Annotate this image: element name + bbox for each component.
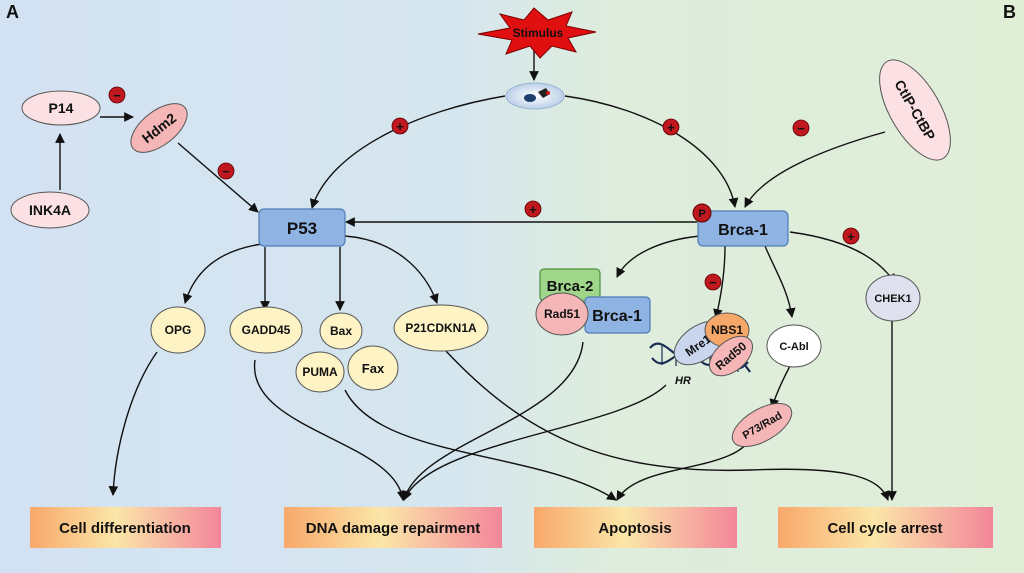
svg-text:−: − xyxy=(113,88,121,103)
bax-node: Bax xyxy=(319,312,363,350)
brca1-node: Brca-1 P xyxy=(692,203,789,247)
arrow-gadd45-to-repair xyxy=(254,359,407,501)
svg-text:−: − xyxy=(222,164,230,179)
arrow-p53-to-p21 xyxy=(344,235,439,304)
p21-label: P21CDKN1A xyxy=(405,321,477,335)
plus-sign-brca1-to-p53: + xyxy=(524,200,542,218)
p21-node: P21CDKN1A xyxy=(393,304,489,352)
arrow-hr-to-repair xyxy=(403,384,667,501)
puma-label: PUMA xyxy=(302,365,338,379)
minus-sign-p14-to-hdm2: − xyxy=(108,86,126,104)
plus-sign-brca1-to-chek1: + xyxy=(842,227,860,245)
arrow-hdm2-to-p53 xyxy=(177,142,259,213)
outcome-apoptosis: Apoptosis xyxy=(534,507,737,548)
arrow-ctip-to-brca1 xyxy=(744,131,886,208)
gadd45-node: GADD45 xyxy=(229,306,303,354)
ink4a-label: INK4A xyxy=(29,202,71,218)
brca1-label: Brca-1 xyxy=(718,222,768,239)
c-abl-node: C-Abl xyxy=(766,324,822,368)
plus-sign-cell-to-brca1: + xyxy=(662,118,680,136)
phospho-badge xyxy=(692,203,712,223)
outcome-apoptosis-label: Apoptosis xyxy=(598,520,671,537)
p73-node: P73/Rad xyxy=(731,402,793,448)
stimulus-node: Stimulus xyxy=(477,7,597,59)
svg-text:−: − xyxy=(797,121,805,136)
phospho-label: P xyxy=(698,208,705,220)
panel-letter-b: B xyxy=(1003,2,1016,22)
opg-label: OPG xyxy=(165,323,192,337)
arrow-puma-to-apoptosis xyxy=(344,389,617,501)
arrows xyxy=(55,50,897,501)
minus-sign-brca1-to-mre11: − xyxy=(704,273,722,291)
brca2-complex: Brca-2 Brca-1 Rad51 xyxy=(535,268,651,336)
cell-icon xyxy=(505,82,565,110)
outcome-dna-repair: DNA damage repairment xyxy=(284,507,502,548)
p14-label: P14 xyxy=(49,100,74,116)
svg-text:+: + xyxy=(396,119,404,134)
arrow-cell-to-p53 xyxy=(309,95,506,209)
brca2-label: Brca-2 xyxy=(547,278,594,295)
outcome-cell-cycle-arrest-label: Cell cycle arrest xyxy=(827,520,942,537)
fax-label: Fax xyxy=(362,361,385,376)
chek1-label: CHEK1 xyxy=(874,293,911,305)
chek1-node: CHEK1 xyxy=(865,274,921,322)
arrow-p53-to-opg xyxy=(182,243,263,304)
outcome-dna-repair-label: DNA damage repairment xyxy=(306,520,481,537)
stimulus-burst xyxy=(477,7,597,59)
rad51-blob xyxy=(535,292,589,336)
svg-text:+: + xyxy=(667,120,675,135)
arrow-brca1-to-mre11 xyxy=(713,245,726,319)
ctip-ctbp-node: CtIP-CtBP xyxy=(879,59,951,161)
rad51-label: Rad51 xyxy=(544,307,580,321)
minus-sign-ctip-to-brca1: − xyxy=(792,119,810,137)
stimulus-label: Stimulus xyxy=(513,26,564,40)
outcome-cell-cycle-arrest: Cell cycle arrest xyxy=(778,507,993,548)
nbs1-label: NBS1 xyxy=(711,323,743,337)
opg-node: OPG xyxy=(150,306,206,354)
arrow-brca1complex-to-repair xyxy=(401,341,584,501)
gadd45-label: GADD45 xyxy=(242,323,291,337)
p53-label: P53 xyxy=(287,219,317,238)
p14-node: P14 xyxy=(21,90,101,126)
panel-letter-a: A xyxy=(6,2,19,22)
arrow-cell-to-brca1 xyxy=(564,95,739,208)
arrow-p21-to-cellcycle xyxy=(444,349,890,501)
svg-text:−: − xyxy=(709,275,717,290)
svg-text:+: + xyxy=(529,202,537,217)
ink4a-node: INK4A xyxy=(10,191,90,229)
arrow-brca1-to-cabl xyxy=(764,245,796,318)
arrow-opg-to-differentiation xyxy=(108,351,158,496)
brca1-complex-label: Brca-1 xyxy=(592,308,642,325)
signs: + + + + − − − − xyxy=(108,86,860,291)
bax-label: Bax xyxy=(330,324,352,338)
arrow-brca1-to-brca2 xyxy=(616,235,701,278)
fax-node: Fax xyxy=(347,345,399,391)
plus-sign-cell-to-p53: + xyxy=(391,117,409,135)
puma-node: PUMA xyxy=(295,351,345,393)
outcome-cell-differentiation-label: Cell differentiation xyxy=(59,520,191,537)
hr-label: HR xyxy=(675,375,691,387)
p53-node: P53 xyxy=(258,208,346,247)
svg-text:+: + xyxy=(847,229,855,244)
minus-sign-hdm2-to-p53: − xyxy=(217,162,235,180)
outcome-cell-differentiation: Cell differentiation xyxy=(30,507,221,548)
c-abl-label: C-Abl xyxy=(779,341,808,353)
